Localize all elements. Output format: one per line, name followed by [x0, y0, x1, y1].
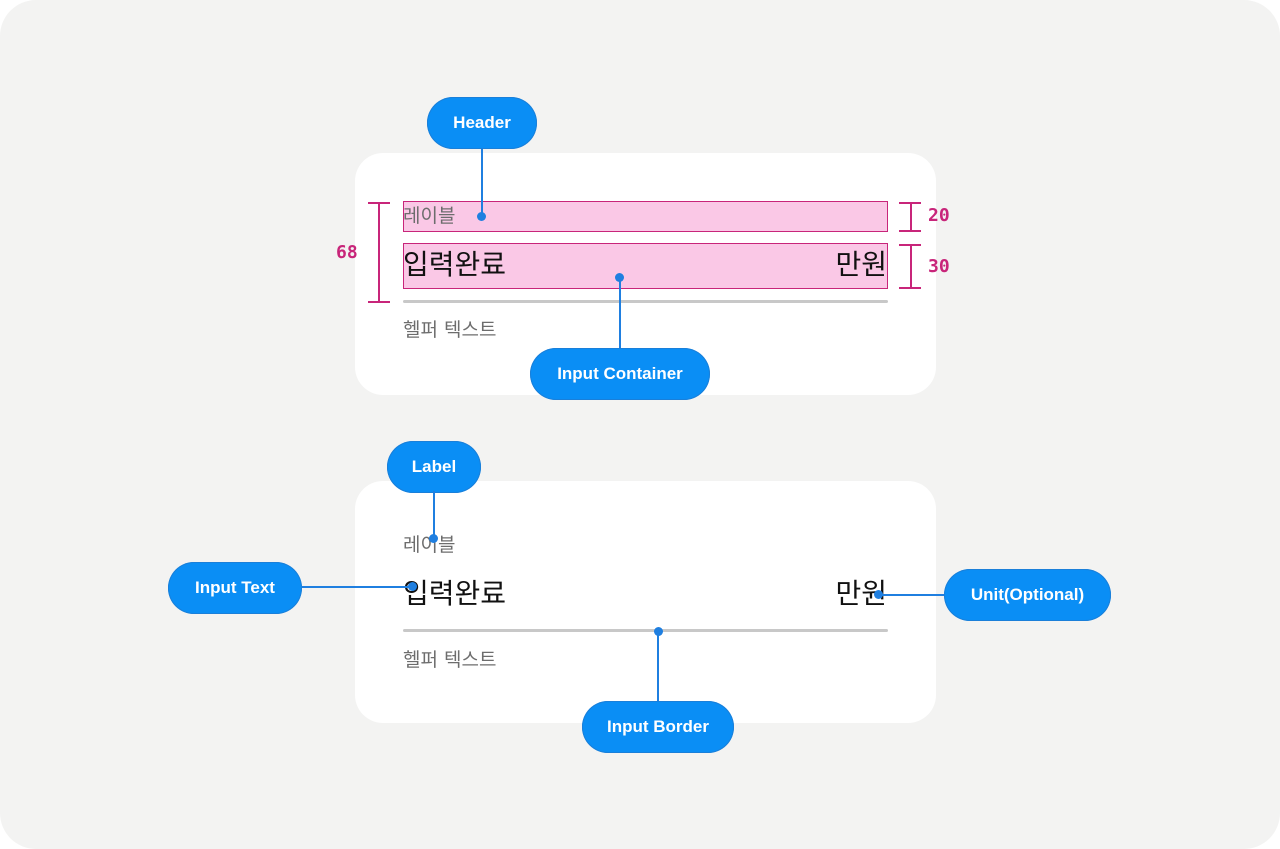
input-container-highlight [403, 243, 888, 289]
header-height-value: 20 [928, 205, 950, 226]
input-text: 입력완료 [403, 248, 507, 281]
header-height-bracket [910, 202, 912, 232]
helper-text: 헬퍼 텍스트 [403, 319, 497, 341]
input-border [403, 629, 888, 632]
input-border-anchor-dot [654, 627, 663, 636]
input-container-callout: Input Container [530, 348, 710, 400]
header-callout: Header [427, 97, 537, 149]
input-text-leader-line [302, 586, 412, 588]
input-container-leader-line [619, 278, 621, 350]
helper-text: 헬퍼 텍스트 [403, 649, 497, 671]
input-text-callout: Input Text [168, 562, 302, 614]
input-container-height-value: 30 [928, 256, 950, 277]
unit-callout: Unit(Optional) [944, 569, 1111, 621]
header-leader-line [481, 148, 483, 217]
input-border-callout: Input Border [582, 701, 734, 753]
input-border-leader-line [657, 632, 659, 702]
field-label: 레이블 [403, 534, 456, 556]
label-anchor-dot [429, 534, 438, 543]
unit-leader-line [878, 594, 946, 596]
header-highlight [403, 201, 888, 232]
field-label: 레이블 [403, 205, 456, 227]
label-leader-line [433, 491, 435, 538]
input-container-height-bracket [910, 244, 912, 289]
anatomy-card-parts [355, 481, 936, 723]
input-text: 입력완료 [403, 577, 507, 610]
input-container-anchor-dot [615, 273, 624, 282]
label-callout: Label [387, 441, 481, 493]
input-text-anchor-dot [408, 582, 417, 591]
total-height-value: 68 [336, 242, 358, 263]
unit-text: 만원 [835, 248, 887, 281]
total-height-bracket [378, 202, 380, 303]
input-border [403, 300, 888, 303]
header-anchor-dot [477, 212, 486, 221]
